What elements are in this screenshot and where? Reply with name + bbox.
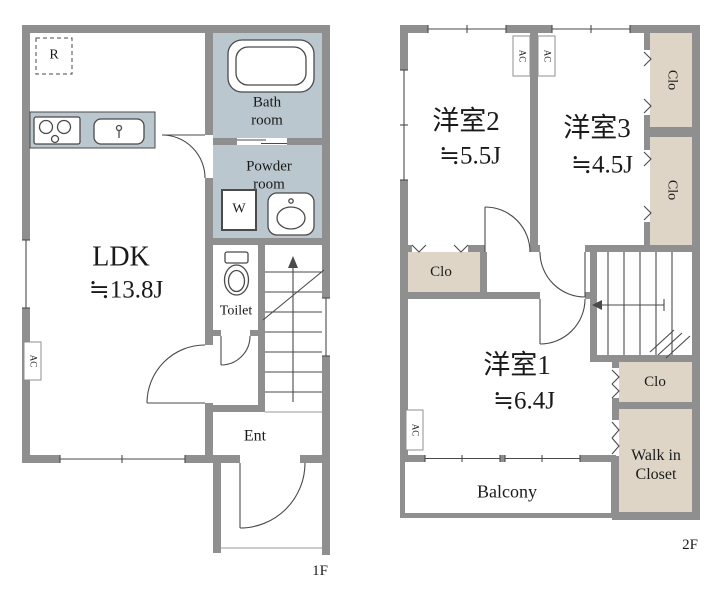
entrance-label: Ent xyxy=(243,427,267,445)
ac-unit-room3 xyxy=(537,35,556,77)
powder-room-label: Powder room xyxy=(246,158,292,192)
toilet-label: Toilet xyxy=(219,303,253,319)
window xyxy=(424,455,501,462)
ldk-room-label: LDK xyxy=(92,241,150,273)
balcony-label: Balcony xyxy=(477,481,537,502)
ac-unit-room2 xyxy=(512,35,531,77)
closet-mid-floor xyxy=(408,252,480,292)
stairs-up-arrow xyxy=(288,256,298,268)
fridge-label: R xyxy=(49,47,59,63)
ac-label-room1: AC xyxy=(410,423,421,437)
bifold-door-marks xyxy=(411,51,652,455)
door-arc xyxy=(239,462,306,529)
window xyxy=(22,239,30,309)
vanity-sink-icon xyxy=(267,192,315,236)
ac-label-1f: AC xyxy=(28,354,39,368)
closet-room1-label: Clo xyxy=(644,374,666,391)
ac-unit-room1 xyxy=(405,409,424,451)
windows-1f xyxy=(22,138,330,463)
room2-size-label: ≒5.5J xyxy=(439,142,501,170)
bathtub-icon xyxy=(227,39,315,93)
stairs-1f xyxy=(262,256,325,402)
toilet-icon xyxy=(223,251,250,296)
room1-name-label: 洋室1 xyxy=(483,350,551,381)
doors-1f xyxy=(146,134,306,529)
floor-label-2f: 2F xyxy=(682,537,698,554)
door-arc xyxy=(161,134,206,179)
floor-label-1f: 1F xyxy=(312,563,328,580)
fridge-icon xyxy=(35,37,73,75)
ac-label-room3: AC xyxy=(542,49,553,63)
window xyxy=(427,25,507,33)
windows-2f xyxy=(400,25,631,462)
window xyxy=(551,25,631,33)
door-arc xyxy=(539,298,586,345)
ldk-size-label: ≒13.8J xyxy=(88,276,164,304)
ac-label-room2: AC xyxy=(517,49,528,63)
room3-size-label: ≒4.5J xyxy=(571,151,633,179)
washer-label: W xyxy=(232,201,246,217)
closet-right-mid-label: Clo xyxy=(664,179,680,201)
sliding-door xyxy=(237,138,287,145)
room3-name-label: 洋室3 xyxy=(563,113,631,144)
ac-unit-1f xyxy=(23,341,42,381)
door-arc xyxy=(539,251,586,298)
kitchen-sink-icon xyxy=(93,118,145,145)
stove-icon xyxy=(33,116,81,145)
window xyxy=(322,297,330,357)
walk-in-closet-floor xyxy=(619,409,692,512)
floor-1f xyxy=(22,25,330,555)
walk-in-closet-label: Walk in Closet xyxy=(631,447,681,483)
stairs-2f xyxy=(592,252,691,359)
window xyxy=(400,69,408,181)
room2-name-label: 洋室2 xyxy=(432,106,500,137)
door-arc xyxy=(484,206,531,253)
bathroom-label: Bath room xyxy=(251,94,283,128)
closet-room1-floor xyxy=(619,362,692,402)
closet-right-mid-floor xyxy=(650,137,692,245)
washing-machine-icon xyxy=(221,189,257,231)
walls-2f xyxy=(400,25,700,520)
window xyxy=(504,455,581,462)
door-arc xyxy=(220,335,251,366)
closet-mid-label: Clo xyxy=(430,264,452,281)
closet-right-top-floor xyxy=(650,33,692,127)
doors-2f xyxy=(484,206,586,345)
stairs-down-arrow xyxy=(592,300,602,310)
floor-2f xyxy=(400,25,700,520)
closet-right-top-label: Clo xyxy=(664,69,680,91)
door-arc xyxy=(146,344,206,404)
room1-size-label: ≒6.4J xyxy=(493,387,555,415)
window xyxy=(59,455,186,463)
